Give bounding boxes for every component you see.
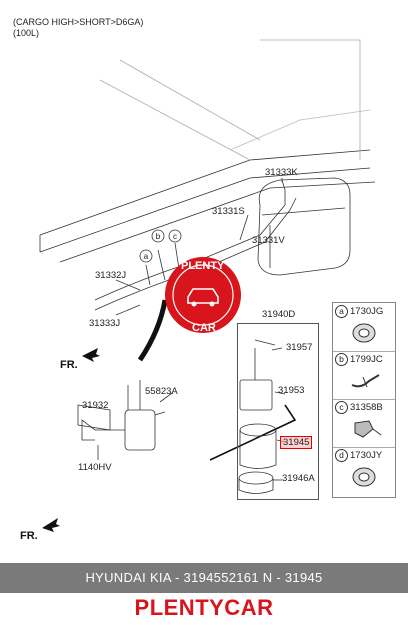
label-31940D: 31940D [262, 309, 296, 320]
legend-code: 1730JY [350, 450, 383, 461]
detail-frame [237, 323, 319, 500]
label-31945-highlighted: 31945 [280, 436, 313, 449]
seal-text-top: PLENTY [181, 260, 225, 272]
frame-rail-upper [39, 149, 371, 236]
legend-code: 31358B [350, 402, 383, 413]
label-31946A: 31946A [282, 473, 315, 484]
label-55823A: 55823A [145, 386, 178, 397]
header-capacity-line: (100L) [13, 28, 40, 38]
callout-c: c [173, 232, 177, 241]
seal-text-bottom: CAR [192, 322, 216, 334]
grommet-icon [352, 467, 376, 487]
label-31331S: 31331S [212, 206, 245, 217]
label-31331V: 31331V [252, 235, 285, 246]
legend-code: 1799JC [350, 354, 383, 365]
label-31332J: 31332J [95, 270, 127, 281]
legend-letter: c [335, 401, 348, 414]
label-31333K: 31333K [265, 167, 298, 178]
fr-direction-top: FR. [60, 359, 78, 371]
header-model-line: (CARGO HIGH>SHORT>D6GA) [13, 17, 144, 27]
callout-b: b [156, 232, 161, 241]
filter-cartridge [239, 430, 277, 469]
label-31333J: 31333J [89, 318, 121, 329]
label-31932: 31932 [82, 400, 109, 411]
fr-arrow-icon-top [82, 348, 100, 362]
fuel-tank [257, 177, 351, 276]
legend-code: 1730JG [350, 306, 384, 317]
callout-a: a [144, 252, 149, 261]
fuel-filter-housing [124, 409, 156, 451]
brand-name: PLENTYCAR [134, 595, 274, 620]
legend-letter: d [335, 449, 348, 462]
legend-letter: a [335, 305, 348, 318]
frame-rail-lower [39, 167, 371, 253]
label-31953: 31953 [278, 385, 305, 396]
hose-clip-icon [351, 374, 380, 388]
legend-letter: b [335, 353, 348, 366]
connector-clip-icon [354, 420, 382, 438]
plentycar-seal-logo [165, 257, 241, 333]
filter-head [239, 379, 273, 411]
label-1140HV: 1140HV [78, 462, 112, 473]
part-number-bar: HYUNDAI KIA - 3194552161 N - 31945 [0, 563, 408, 593]
fr-direction-bottom: FR. [20, 530, 38, 542]
label-31957: 31957 [286, 342, 313, 353]
grommet-icon [352, 323, 376, 343]
fr-arrow-icon-bottom [42, 518, 60, 532]
